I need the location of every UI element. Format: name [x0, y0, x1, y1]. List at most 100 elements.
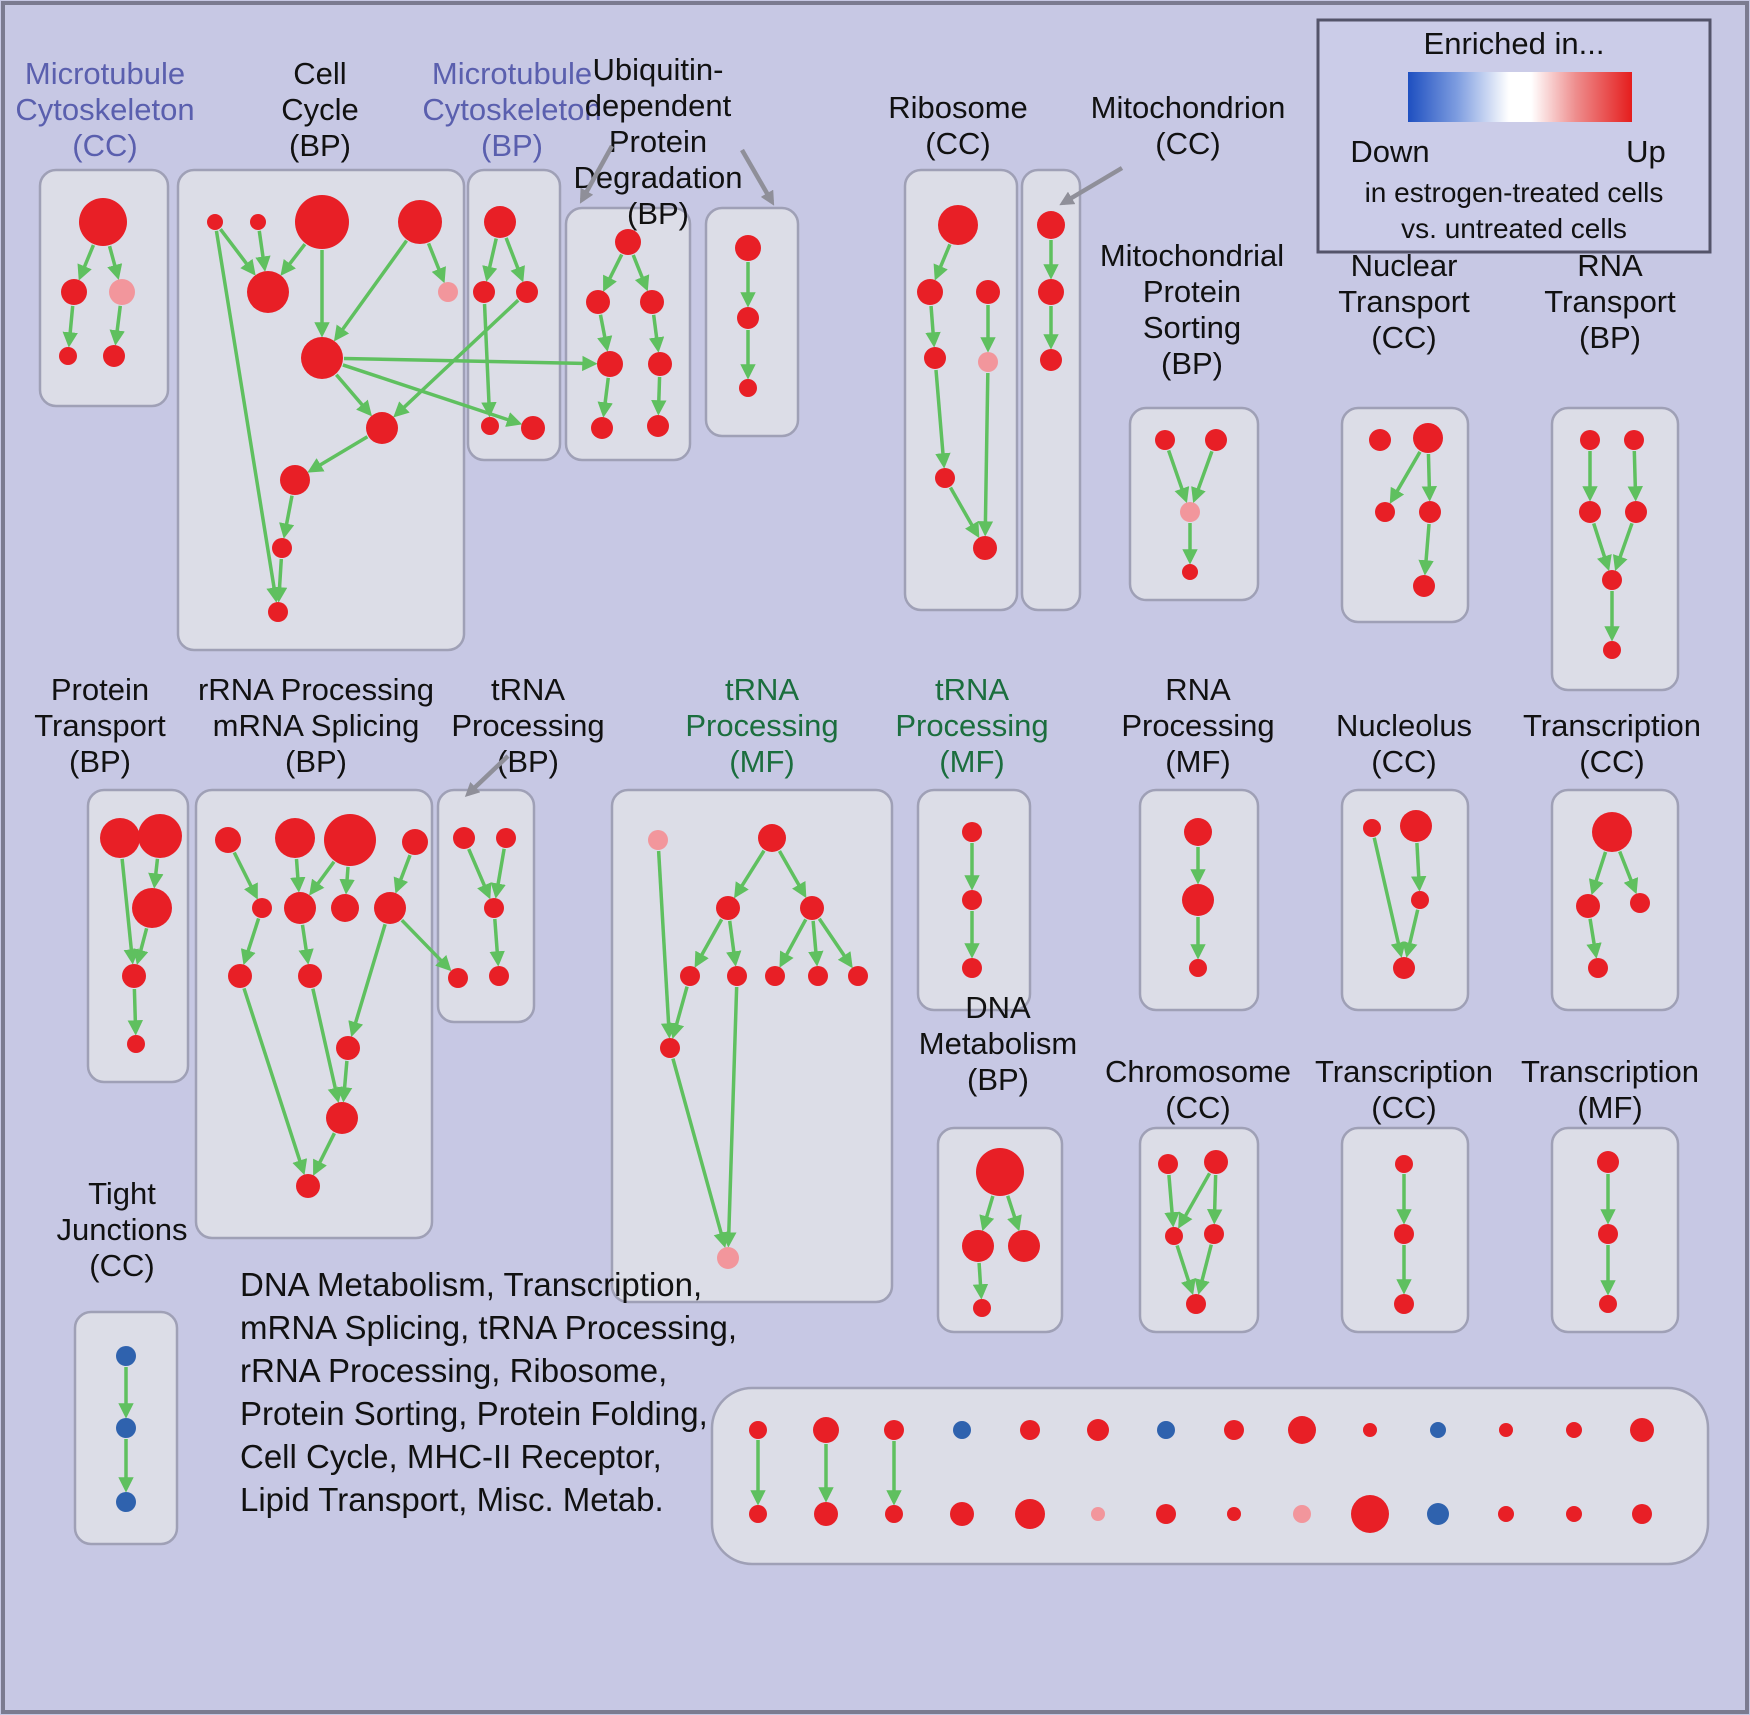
dna-metabolism-bp-node — [976, 1148, 1024, 1196]
mitochondrion-cc-node — [1040, 349, 1062, 371]
protein-transport-bp-node — [122, 964, 146, 988]
network-edge — [504, 237, 525, 283]
cell-cycle-bp-node — [247, 271, 289, 313]
rna-processing-mf-node — [1184, 818, 1212, 846]
mixed-categories-cluster-node — [953, 1421, 971, 1439]
pointer-arrow-trna-processing-bp-box — [464, 754, 510, 797]
cell-cycle-bp-node — [280, 465, 310, 495]
pointer-arrow-mitochondrion-box — [1059, 166, 1124, 206]
network-edge — [597, 314, 613, 352]
trna-processing-mf-large-node — [727, 966, 747, 986]
network-edge — [1389, 450, 1422, 504]
legend-down-label: Down — [1350, 134, 1429, 169]
trna-processing-bp-node — [453, 827, 475, 849]
rrna-processing-mrna-splicing-bp-node — [336, 1036, 360, 1060]
legend-subtitle-line1: in estrogen-treated cells — [1365, 177, 1664, 208]
cell-cycle-bp-node — [295, 195, 349, 249]
transcription-mf-node — [1598, 1224, 1618, 1244]
network-edge — [972, 1262, 989, 1300]
ubiquitin-degradation-bp-left-node — [648, 352, 672, 376]
ribosome-cc-node — [978, 352, 998, 372]
network-nodes — [59, 195, 1654, 1533]
network-edge — [333, 239, 408, 342]
network-edge — [426, 242, 446, 284]
network-edge — [597, 377, 613, 418]
nucleolus-cc-node — [1400, 810, 1432, 842]
ribosome-cc-node — [973, 536, 997, 560]
transcription-cc-upper-label: Transcription(CC) — [1523, 708, 1701, 779]
ubiquitin-degradation-bp-left-node — [615, 229, 641, 255]
tight-junctions-cc-node — [116, 1418, 136, 1438]
rna-transport-bp-node — [1580, 430, 1600, 450]
mixed-categories-cluster-node — [1224, 1420, 1244, 1440]
network-edge — [255, 230, 271, 272]
network-edge — [631, 254, 650, 292]
chromosome-cc-node — [1204, 1150, 1228, 1174]
rna-processing-mf-node — [1189, 959, 1207, 977]
mixed-categories-cluster-node — [1157, 1421, 1175, 1439]
rna-transport-bp-node — [1624, 430, 1644, 450]
protein-transport-bp-node — [100, 818, 140, 858]
network-edge — [77, 244, 96, 281]
network-edge — [1588, 851, 1608, 896]
ubiquitin-degradation-bp-left-node — [597, 351, 623, 377]
network-edge — [1421, 453, 1438, 502]
nuclear-transport-cc-node — [1413, 423, 1443, 453]
microtubule-cytoskeleton-bp-node — [516, 281, 538, 303]
nuclear-transport-cc-node — [1413, 575, 1435, 597]
cell-cycle-bp-node — [272, 538, 292, 558]
mitochondrial-protein-sorting-bp-node — [1182, 564, 1198, 580]
network-edge — [1402, 909, 1420, 958]
network-edge — [348, 923, 387, 1038]
mixed-categories-cluster-node — [1498, 1506, 1514, 1522]
chromosome-cc-node — [1165, 1227, 1183, 1245]
network-edge — [694, 918, 724, 968]
network-edge — [342, 363, 523, 427]
ribosome-cc-node — [976, 280, 1000, 304]
network-edge — [393, 298, 520, 418]
mixed-categories-caption: DNA Metabolism, Transcription,mRNA Splic… — [240, 1266, 737, 1518]
chromosome-cc-node — [1186, 1294, 1206, 1314]
network-edge — [240, 917, 261, 966]
legend-box — [1316, 18, 1712, 254]
trna-processing-mf-large-node — [765, 966, 785, 986]
trna-processing-mf-large-node — [717, 1247, 739, 1269]
network-edge — [1191, 450, 1214, 504]
cell-cycle-bp-node — [366, 412, 398, 444]
network-edge — [1178, 1172, 1212, 1229]
rrna-processing-mrna-splicing-bp-node — [324, 814, 376, 866]
rna-transport-bp-node — [1602, 570, 1622, 590]
pointer-arrow-ubiquitin-right-box — [740, 148, 775, 206]
network-edge — [1166, 449, 1190, 504]
ribosome-cc-label: Ribosome(CC) — [888, 90, 1028, 161]
mixed-categories-cluster-node — [1630, 1418, 1654, 1442]
mixed-categories-cluster-node — [1632, 1504, 1652, 1524]
mixed-categories-cluster-node — [1227, 1507, 1241, 1521]
rrna-processing-mrna-splicing-bp-node — [374, 892, 406, 924]
cell-cycle-bp-node — [398, 200, 442, 244]
trna-processing-bp-node — [489, 966, 509, 986]
microtubule-cytoskeleton-cc-node — [79, 198, 127, 246]
network-edge — [120, 858, 139, 965]
trna-processing-mf-large-node — [660, 1038, 680, 1058]
ubiquitin-degradation-bp-left-node — [647, 415, 669, 437]
ribosome-cc-node — [917, 279, 943, 305]
transcription-cc-lower-label: Transcription(CC) — [1315, 1054, 1493, 1125]
trna-processing-bp-node — [448, 968, 468, 988]
network-edge — [393, 854, 412, 894]
mixed-categories-cluster-node — [1015, 1499, 1045, 1529]
mixed-categories-cluster-node — [1566, 1506, 1582, 1522]
mixed-categories-cluster-node — [884, 1420, 904, 1440]
rna-processing-mf-node — [1182, 884, 1214, 916]
trna-processing-mf-large-node — [680, 966, 700, 986]
